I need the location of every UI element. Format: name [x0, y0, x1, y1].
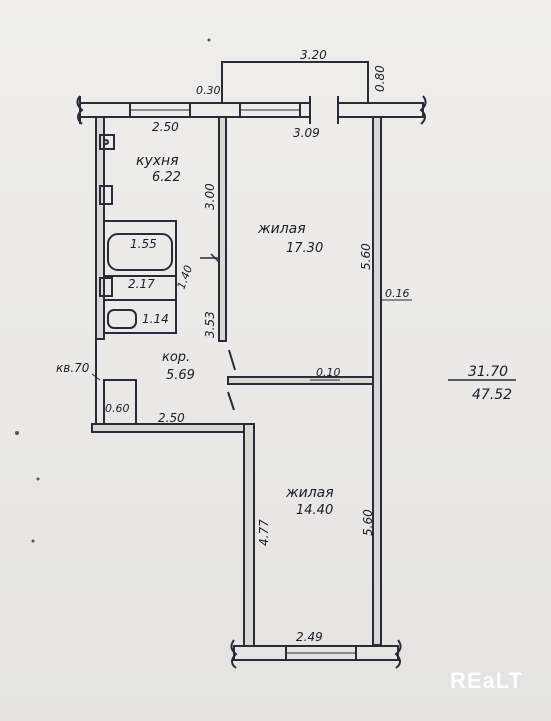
closet-area: 0.60 [105, 402, 130, 415]
stove [99, 185, 113, 205]
central-wall [372, 116, 382, 646]
watermark-logo: REaLT [449, 668, 523, 693]
corridor-name: кор. [162, 350, 190, 365]
dim-balcony-width: 3.20 [300, 48, 327, 62]
living2-name: жилая [285, 485, 334, 501]
total-area: 47.52 [472, 387, 512, 403]
corridor-area: 5.69 [166, 368, 195, 383]
apartment-label: кв.70 [56, 361, 90, 375]
sink [99, 134, 115, 150]
total-living-area: 31.70 [468, 364, 508, 380]
dim-living2-right-height: 5.60 [361, 509, 375, 536]
dim-lower-wall-width: 2.50 [158, 411, 185, 425]
kitchen-area: 6.22 [152, 170, 181, 185]
left-wall [95, 116, 105, 340]
lower-left-wall [91, 423, 253, 433]
living1-lower-wall [227, 376, 374, 385]
dim-living1-width: 3.09 [293, 126, 320, 140]
dim-corridor-height: 3.53 [203, 311, 217, 338]
dim-partition: 0.16 [385, 287, 410, 300]
bathtub [107, 233, 173, 271]
bath-area: 1.55 [130, 237, 157, 251]
walls [76, 61, 516, 669]
living2-left-wall [243, 423, 255, 647]
dim-kitchen-height: 3.00 [203, 183, 217, 210]
toilet-area: 1.14 [142, 312, 169, 326]
living1-name: жилая [257, 221, 306, 237]
kitchen-name: кухня [136, 153, 179, 169]
dim-kitchen-width: 2.50 [152, 120, 179, 134]
dim-inner-wall: 0.10 [316, 366, 341, 379]
dim-balcony-depth: 0.80 [373, 65, 387, 92]
bath-aux-area: 2.17 [128, 277, 155, 291]
balcony-outline [221, 61, 369, 103]
dim-top-small: 0.30 [196, 84, 221, 97]
living1-area: 17.30 [286, 241, 323, 256]
dim-bath-height: 1.40 [175, 264, 196, 291]
living2-area: 14.40 [296, 503, 333, 518]
dim-living2-left-height: 4.77 [257, 519, 271, 546]
kitchen-partition [218, 116, 227, 342]
dim-living2-width: 2.49 [296, 630, 323, 644]
top-wall-right [337, 102, 424, 118]
dim-living1-height: 5.60 [359, 243, 373, 270]
toilet-fixture [107, 309, 137, 329]
